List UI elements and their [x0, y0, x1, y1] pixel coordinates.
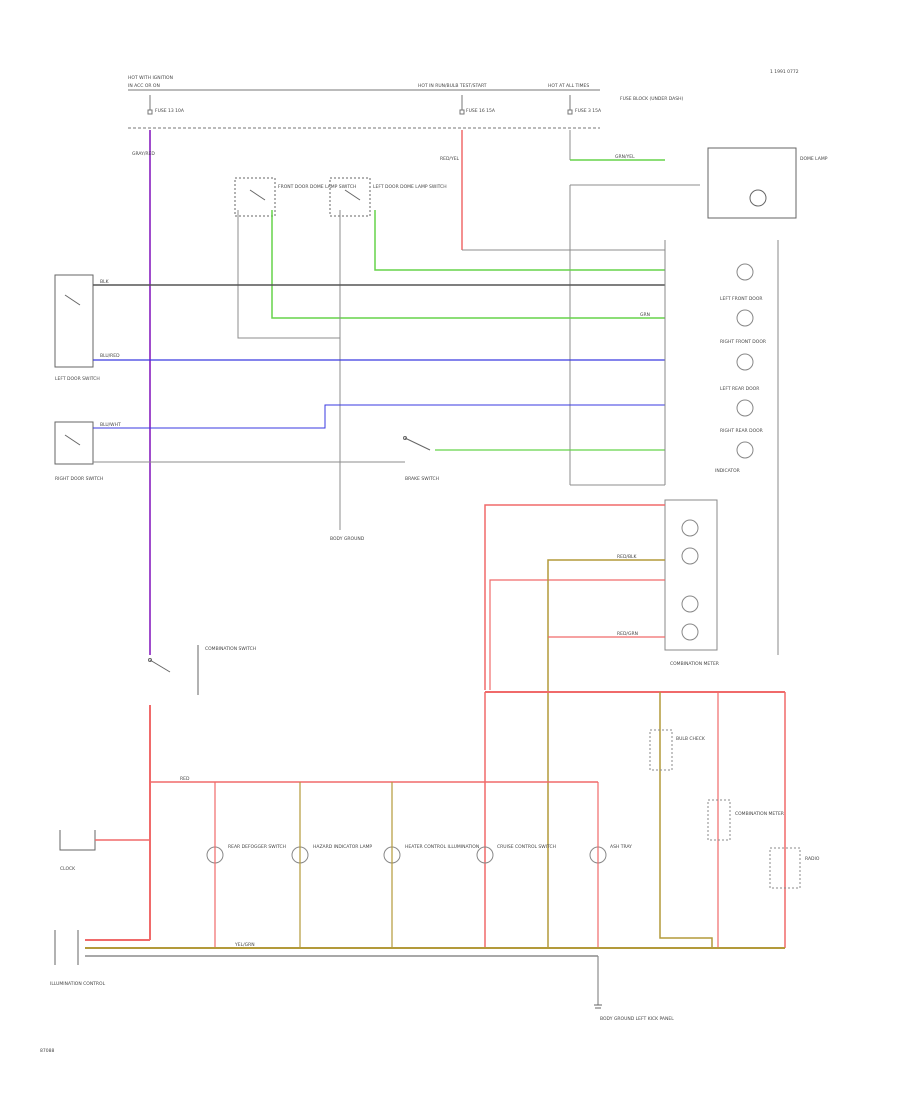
label-ash-tray: ASH TRAY	[610, 844, 632, 850]
combination-switch-label: COMBINATION SWITCH	[205, 646, 256, 652]
header-middle: HOT IN RUN/BULB TEST/START	[418, 83, 487, 89]
header-left-2: IN ACC OR ON	[128, 83, 160, 89]
front-lamp-switch	[234, 177, 276, 217]
wire-label-grn-yel: GRN/YEL	[615, 154, 635, 160]
label-right-rear: RIGHT REAR DOOR	[720, 428, 763, 434]
label-bulb-check: BULB CHECK	[676, 736, 706, 742]
right-door-switch	[54, 421, 94, 465]
red-loop-2	[489, 579, 665, 690]
ground-top-label: BODY GROUND	[330, 536, 365, 542]
label-radio: RADIO	[805, 856, 820, 862]
indicator-panel	[664, 240, 779, 655]
bottom-ground-label: BODY GROUND LEFT KICK PANEL	[600, 1016, 674, 1022]
label-heater-control: HEATER CONTROL ILLUMINATION	[405, 844, 479, 850]
blue-right-door	[93, 404, 665, 429]
wire-label-yel-grn: YEL/GRN	[234, 942, 255, 948]
right-door-switch-label: RIGHT DOOR SWITCH	[55, 476, 103, 482]
dome-lamp-label: DOME LAMP	[800, 156, 828, 162]
wire-label-grn: GRN	[640, 312, 650, 318]
label-hazard-ind: HAZARD INDICATOR LAMP	[313, 844, 372, 850]
wire-label-blk: BLK	[100, 279, 110, 285]
combo-meter-upper-label: COMBINATION METER	[670, 661, 719, 667]
brake-switch	[403, 436, 431, 451]
fuse-block-label: FUSE BLOCK (UNDER DASH)	[620, 96, 683, 102]
front-lamp-switch-label: FRONT DOOR DOME LAMP SWITCH	[278, 184, 356, 190]
wire-label-red-grn: RED/GRN	[617, 631, 638, 637]
wire-label-red: RED	[180, 776, 190, 782]
fuse-right-label: FUSE 3 15A	[575, 108, 602, 114]
fuse-left-label: FUSE 13 10A	[155, 108, 185, 114]
illumination-control-box	[54, 930, 79, 965]
lower-lamps	[206, 729, 801, 889]
illumination-control-label: ILLUMINATION CONTROL	[50, 981, 106, 987]
red-loop-1	[484, 504, 665, 690]
olive-loop	[547, 559, 665, 948]
left-lamp-switch-label: LEFT DOOR DOME LAMP SWITCH	[373, 184, 447, 190]
wire-label-red-blk: RED/BLK	[617, 554, 638, 560]
footer-code: 87088	[40, 1048, 54, 1054]
wire-label-blu-wht: BLU/WHT	[100, 422, 121, 428]
wire-label-blue: BLU/RED	[100, 353, 120, 359]
label-left-front: LEFT FRONT DOOR	[720, 296, 763, 302]
clock-symbol	[59, 830, 96, 851]
page-id: 1 1991 0772	[770, 69, 799, 75]
label-right-front: RIGHT FRONT DOOR	[720, 339, 766, 345]
header-right: HOT AT ALL TIMES	[548, 83, 589, 89]
fuse-block-bus	[128, 89, 600, 129]
fuse-mid-label: FUSE 16 15A	[466, 108, 496, 114]
dome-lamp-bulb	[749, 189, 767, 207]
left-door-switch	[54, 274, 94, 368]
label-indicator: INDICATOR	[715, 468, 740, 474]
left-door-switch-label: LEFT DOOR SWITCH	[55, 376, 100, 382]
bottom-ground-symbol	[594, 1004, 602, 1009]
dome-lamp-box	[707, 147, 797, 219]
combination-switch	[148, 645, 199, 695]
label-rear-defogger: REAR DEFOGGER SWITCH	[228, 844, 286, 850]
green-wire-b	[374, 210, 665, 271]
gray-switch-a	[237, 210, 340, 339]
combo-meter-upper	[664, 499, 718, 651]
clock-label: CLOCK	[60, 866, 76, 872]
header-left-1: HOT WITH IGNITION	[128, 75, 173, 81]
olive-down-660	[659, 692, 713, 948]
lower-verticals	[214, 782, 599, 948]
wire-label-red-yel: RED/YEL	[440, 156, 460, 162]
label-combo-meter-lower: COMBINATION METER	[735, 811, 784, 817]
brake-switch-label: BRAKE SWITCH	[405, 476, 439, 482]
label-cruise-control: CRUISE CONTROL SWITCH	[497, 844, 556, 850]
label-left-rear: LEFT REAR DOOR	[720, 386, 759, 392]
left-lamp-switch	[329, 177, 371, 217]
wire-label-violet: GRAY/RED	[132, 151, 155, 157]
green-wire-a	[271, 210, 665, 319]
